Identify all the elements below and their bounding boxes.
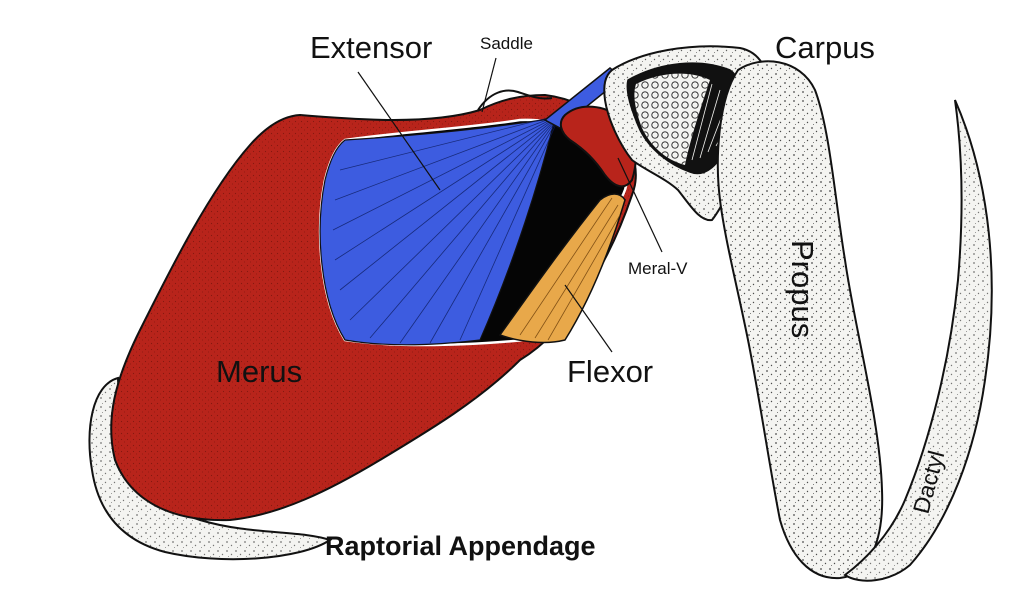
figure-caption: Raptorial Appendage	[325, 531, 596, 561]
label-propus: Propus	[785, 240, 820, 338]
extensor-fibers	[332, 114, 561, 344]
label-carpus: Carpus	[775, 30, 875, 65]
label-extensor: Extensor	[310, 30, 432, 65]
meral-v-leader	[617, 157, 663, 253]
saddle-leader	[481, 57, 497, 113]
label-flexor: Flexor	[567, 354, 653, 389]
flexor-leader	[564, 284, 613, 353]
flexor-muscle	[498, 193, 626, 344]
label-merus: Merus	[216, 354, 302, 389]
extensor-leader	[357, 71, 441, 191]
extensor-muscle	[319, 117, 556, 346]
saddle-ridge	[477, 89, 553, 111]
label-saddle: Saddle	[480, 34, 533, 53]
label-meral-v: Meral-V	[628, 259, 688, 278]
